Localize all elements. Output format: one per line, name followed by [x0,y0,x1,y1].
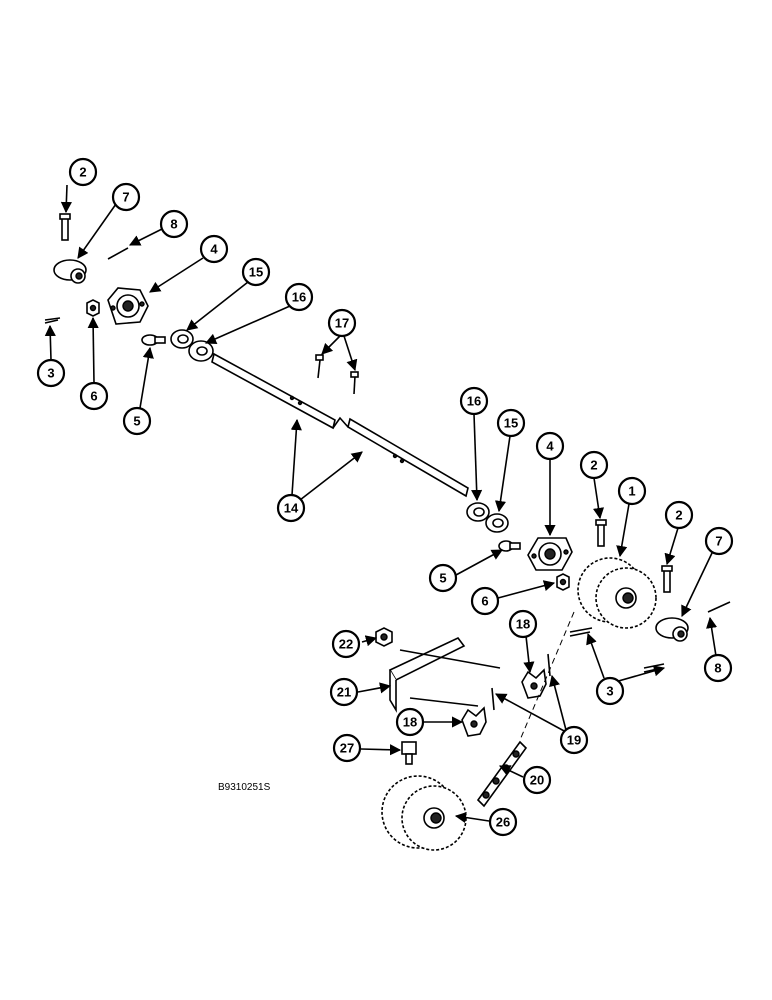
callout-27: 27 [332,733,362,763]
svg-text:5: 5 [439,571,446,586]
svg-text:18: 18 [516,617,530,632]
svg-text:2: 2 [590,458,597,473]
callout-20: 20 [522,765,552,795]
svg-text:18: 18 [403,715,417,730]
shaft-14 [211,352,469,498]
svg-text:27: 27 [340,741,354,756]
callout-21: 21 [329,677,359,707]
washer-16-lower [466,502,490,522]
washer-15-lower [485,513,509,533]
callout-18-upper: 18 [508,609,538,639]
nut-upper-left [86,299,100,317]
callout-7-right: 7 [704,526,734,556]
svg-text:4: 4 [210,242,218,257]
bolt-upper-right [661,565,673,593]
carriage-bolt-27 [401,741,417,765]
callout-15-upper: 15 [241,257,271,287]
callout-18-lower: 18 [395,707,425,737]
callouts: 2 7 8 4 15 16 3 6 5 17 14 16 15 4 2 1 2 … [36,157,734,837]
svg-text:16: 16 [467,394,481,409]
callout-8-right: 8 [703,653,733,683]
callout-15-lower: 15 [496,408,526,438]
callout-17: 17 [327,308,357,338]
svg-text:21: 21 [337,685,351,700]
svg-text:20: 20 [530,773,544,788]
svg-text:6: 6 [90,389,97,404]
collar-right [655,617,689,642]
carriage-bolt-lower [498,540,521,552]
callout-8-upper-left: 8 [159,209,189,239]
svg-text:3: 3 [606,684,613,699]
svg-text:15: 15 [249,265,263,280]
svg-text:8: 8 [170,217,177,232]
callout-4-lower: 4 [535,431,565,461]
screws-17 [315,354,359,395]
svg-text:2: 2 [675,508,682,523]
pin-upper-left [107,247,129,260]
svg-text:26: 26 [496,815,510,830]
callout-6-upper-left: 6 [79,381,109,411]
svg-text:22: 22 [339,637,353,652]
callout-6-lower: 6 [470,586,500,616]
callout-14: 14 [276,493,306,523]
callout-3-lower: 3 [595,676,625,706]
bearing-flange-upper-left [107,287,149,325]
callout-4-upper-left: 4 [199,234,229,264]
svg-text:3: 3 [47,366,54,381]
svg-text:7: 7 [122,190,129,205]
parts [44,213,731,851]
svg-text:4: 4 [546,439,554,454]
svg-text:2: 2 [79,165,86,180]
figure-id: B9310251S [218,782,271,793]
callout-2-upper-left: 2 [68,157,98,187]
idler-sprocket-lower [461,706,487,737]
svg-text:5: 5 [133,414,140,429]
cotter-pin-upper-left [44,317,61,324]
svg-text:15: 15 [504,416,518,431]
svg-text:8: 8 [714,661,721,676]
idler-sprocket-upper [521,668,547,699]
pins-19 [491,653,551,711]
idler-bracket-21 [388,636,501,713]
callout-26: 26 [488,807,518,837]
nut-22 [375,627,393,647]
callout-22: 22 [331,629,361,659]
collar-upper-left [53,259,87,284]
svg-text:1: 1 [628,484,635,499]
bolt-lower-center [595,519,607,547]
svg-text:16: 16 [292,290,306,305]
cotter-pins-lower [569,627,665,673]
washer-15-upper [170,329,194,349]
callout-5-lower: 5 [428,563,458,593]
svg-text:19: 19 [567,733,581,748]
callout-5-upper-left: 5 [122,406,152,436]
callout-16-lower: 16 [459,386,489,416]
callout-2-lower-center: 2 [579,450,609,480]
callout-16-upper: 16 [284,282,314,312]
carriage-bolt-upper-left [141,334,166,346]
double-sprocket-26 [381,775,467,851]
callout-1: 1 [617,476,647,506]
bearing-flange-lower [527,537,573,571]
pin-right [707,601,731,613]
bolt-upper-left [59,213,71,241]
callout-3-upper-left: 3 [36,358,66,388]
callout-19: 19 [559,725,589,755]
svg-text:17: 17 [335,316,349,331]
svg-text:7: 7 [715,534,722,549]
callout-7-upper-left: 7 [111,182,141,212]
leader-lines [44,184,718,824]
nut-lower [556,573,570,591]
callout-2-right: 2 [664,500,694,530]
double-sprocket-1 [577,557,657,629]
svg-text:6: 6 [481,594,488,609]
svg-text:14: 14 [284,501,299,516]
washer-16-upper [188,340,214,362]
